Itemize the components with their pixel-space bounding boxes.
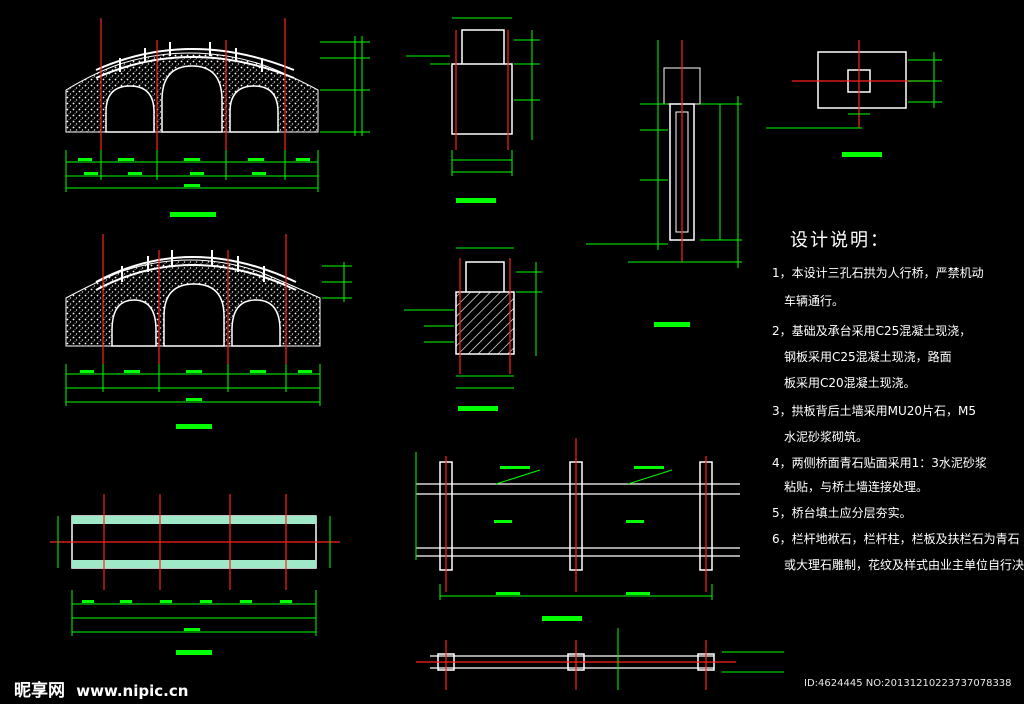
section-b-drawing xyxy=(404,247,542,411)
design-note-line: 1，本设计三孔石拱为人行桥，严禁机动 xyxy=(772,266,984,280)
post-detail-drawing xyxy=(586,40,742,327)
design-note-line: 4，两侧桥面青石贴面采用1：3水泥砂浆 xyxy=(772,456,987,470)
design-note-line: 车辆通行。 xyxy=(784,294,845,308)
design-note-line: 3，拱板背后土墙采用MU20片石，M5 xyxy=(772,404,977,418)
design-note-line: 板采用C20混凝土现浇。 xyxy=(784,376,916,390)
elevation-drawing xyxy=(65,234,352,429)
design-note-line: 或大理石雕制，花纹及样式由业主单位自行决定 xyxy=(784,558,1024,572)
watermark-url: www.nipic.cn xyxy=(76,682,189,700)
column-section-drawing xyxy=(766,40,942,157)
watermark-brand: 昵享网 xyxy=(14,681,65,701)
railing-elevation-drawing xyxy=(415,438,740,621)
section-1-1-drawing xyxy=(65,18,370,217)
section-a-drawing xyxy=(406,17,540,203)
design-note-line: 5，桥台填土应分层夯实。 xyxy=(772,506,912,520)
watermark: 昵享网 www.nipic.cn xyxy=(14,676,188,701)
design-note-line: 钢板采用C25混凝土现浇，路面 xyxy=(784,350,952,364)
design-note-line: 2，基础及承台采用C25混凝土现浇， xyxy=(772,324,972,338)
design-note-line: 粘贴，与桥土墙连接处理。 xyxy=(784,480,929,494)
design-note-line: 水泥砂浆砌筑。 xyxy=(784,430,869,444)
plan-drawing xyxy=(50,494,340,655)
design-note-line: 6，栏杆地袱石，栏杆柱，栏板及扶栏石为青石 xyxy=(772,532,1020,546)
railing-plan-drawing xyxy=(416,628,784,690)
design-notes-title: 设计说明： xyxy=(790,230,890,251)
image-id-text: ID:4624445 NO:20131210223737078338 xyxy=(804,678,1012,689)
